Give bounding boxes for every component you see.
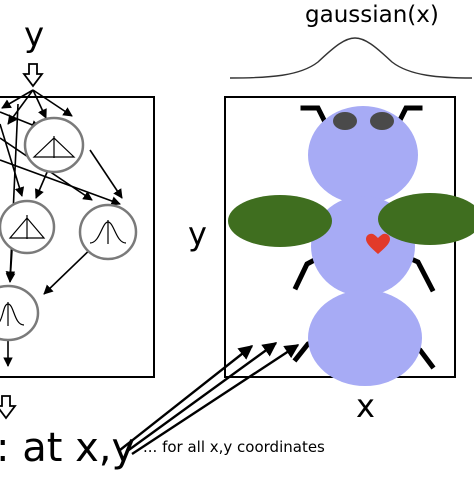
gaussian-label: gaussian(x) [305, 2, 439, 28]
fly-eye-right [370, 112, 394, 130]
network-node-4 [0, 284, 40, 342]
fly-antenna-right [394, 105, 423, 128]
at-xy-label: : at x,y [0, 425, 136, 471]
heart-icon [366, 233, 390, 254]
fly-antenna-left [300, 105, 330, 128]
fly-eye-left [333, 112, 357, 130]
fly-head [308, 106, 418, 204]
fly-wing-left [228, 195, 332, 247]
network-edges [0, 89, 123, 367]
network-node-2 [0, 199, 56, 255]
network-node-3 [78, 203, 138, 261]
axis-y-label: y [188, 215, 207, 253]
output-arrow-icon [0, 395, 17, 420]
input-y-label: y [24, 15, 45, 55]
network-node-1 [23, 116, 85, 174]
input-arrow-icon [22, 63, 44, 88]
fly-wing-right [378, 193, 474, 245]
gaussian-curve [229, 37, 473, 79]
fly-abdomen [308, 290, 422, 386]
fly-figure [228, 105, 474, 386]
axis-x-label: x [356, 387, 375, 425]
coordinates-note: ... for all x,y coordinates [143, 438, 325, 456]
pointer-arrows [119, 342, 300, 456]
